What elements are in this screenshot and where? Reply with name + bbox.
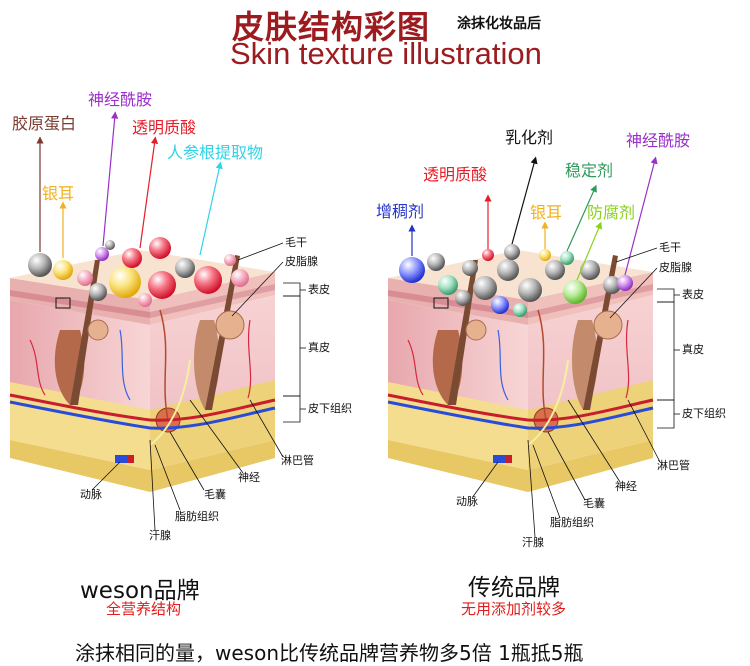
right-dermis: 真皮: [682, 343, 704, 356]
label-left-ceramide: 神经酰胺: [88, 90, 153, 109]
left-sweat: 汗腺: [149, 529, 171, 542]
left-fat: 脂肪组织: [175, 510, 219, 523]
label-left-ginseng: 人参根提取物: [167, 143, 264, 162]
left-hair-shaft: 毛干: [285, 236, 307, 249]
right-sebaceous: 皮脂腺: [659, 261, 692, 274]
label-right-tremella: 银耳: [530, 203, 563, 222]
right-artery: 动脉: [456, 495, 478, 508]
label-right-thickener: 增稠剂: [376, 202, 425, 221]
label-right-hyaluronic: 透明质酸: [423, 165, 488, 184]
label-right-stabilizer: 稳定剂: [565, 161, 614, 180]
right-lymph: 淋巴管: [657, 459, 690, 472]
left-artery: 动脉: [80, 488, 102, 501]
label-right-emulsifier: 乳化剂: [505, 128, 554, 147]
right-hair-shaft: 毛干: [659, 241, 681, 254]
right-brand-sub: 无用添加剂较多: [461, 600, 567, 618]
left-lymph: 淋巴管: [281, 454, 314, 467]
right-brand: 传统品牌: [468, 575, 560, 601]
right-sweat: 汗腺: [522, 536, 544, 549]
left-dermis: 真皮: [308, 341, 330, 354]
label-right-preservative: 防腐剂: [587, 203, 636, 222]
left-brand-sub: 全营养结构: [106, 600, 182, 618]
left-epidermis: 表皮: [308, 283, 330, 296]
left-ingredient-spheres: [28, 237, 249, 307]
right-epidermis: 表皮: [682, 288, 704, 301]
page-title: 皮肤结构彩图: [232, 8, 431, 46]
label-left-hyaluronic: 透明质酸: [132, 118, 197, 137]
left-follicle: 毛囊: [204, 488, 226, 501]
right-subcutaneous: 皮下组织: [682, 407, 726, 420]
page-title-english: Skin texture illustration: [230, 36, 542, 71]
page-subtitle: 涂抹化妆品后: [457, 16, 541, 32]
right-fat: 脂肪组织: [550, 516, 594, 529]
label-left-tremella: 银耳: [42, 184, 75, 203]
right-nerve: 神经: [615, 480, 637, 493]
right-ingredient-spheres: [399, 244, 633, 317]
label-left-collagen: 胶原蛋白: [12, 114, 77, 133]
right-follicle: 毛囊: [583, 497, 605, 510]
footer-caption: 涂抹相同的量，weson比传统品牌营养物多5倍 1瓶抵5瓶: [75, 641, 584, 665]
left-brand: weson品牌: [80, 578, 200, 604]
label-right-ceramide: 神经酰胺: [626, 131, 691, 150]
left-subcutaneous: 皮下组织: [308, 402, 352, 415]
left-nerve: 神经: [238, 471, 260, 484]
left-sebaceous: 皮脂腺: [285, 255, 318, 268]
